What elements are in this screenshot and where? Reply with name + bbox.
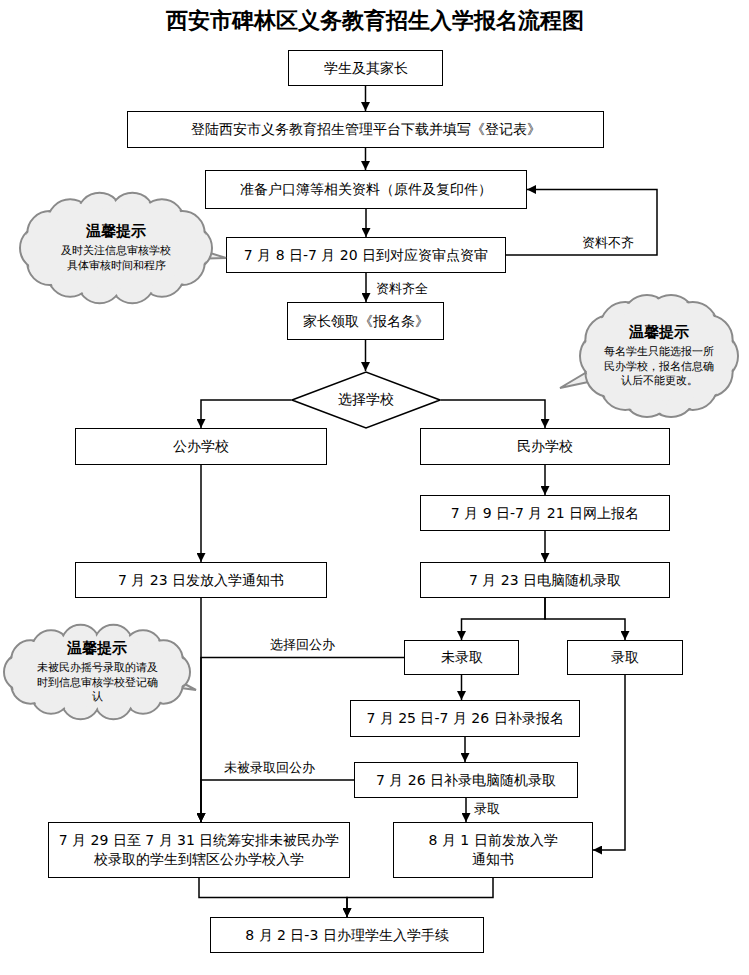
node-text: 公办学校	[173, 437, 229, 456]
flow-arrow	[461, 675, 463, 700]
tip-text: 每名学生只能选报一所民办学校，报名信息确认后不能更改。	[600, 345, 718, 390]
flow-arrow	[593, 675, 625, 850]
edge-label: 选择回公办	[268, 636, 337, 654]
edge-label: 录取	[472, 800, 502, 818]
flow-arrow	[347, 878, 493, 917]
node-text: 7 月 29 日至 7 月 31 日统筹安排未被民办学校录取的学生到辖区公办学校…	[55, 831, 343, 869]
decision-diamond: 选择学校	[291, 371, 441, 429]
flow-arrow	[201, 780, 354, 822]
flow-arrow	[544, 465, 546, 495]
edge-label: 资料不齐	[580, 234, 636, 252]
tip-heading: 温馨提示	[86, 222, 146, 241]
flow-arrow	[200, 465, 202, 562]
node-text: 7 月 26 日补录电脑随机录取	[376, 771, 556, 790]
flow-arrow	[199, 878, 347, 917]
node-text: 7 月 25 日-7 月 26 日补录报名	[366, 709, 563, 728]
node-text: 民办学校	[517, 437, 573, 456]
process-box: 未录取	[404, 640, 519, 675]
flow-arrow	[462, 598, 546, 640]
tip-text: 未被民办摇号录取的请及时到信息审核学校登记确认	[33, 661, 161, 706]
flow-arrow	[365, 209, 367, 237]
tip-cloud: 温馨提示未被民办摇号录取的请及时到信息审核学校登记确认	[4, 624, 190, 720]
flow-arrow	[506, 190, 657, 256]
flow-arrow	[365, 86, 367, 111]
flow-arrow	[201, 400, 291, 428]
tip-cloud: 温馨提示及时关注信息审核学校具体审核时间和程序	[20, 192, 212, 304]
node-text: 7 月 23 日发放入学通知书	[118, 571, 284, 590]
flow-arrow	[544, 531, 546, 562]
process-box: 7 月 8 日-7 月 20 日到对应资审点资审	[226, 237, 506, 273]
process-box: 7 月 26 日补录电脑随机录取	[354, 762, 578, 798]
node-text: 7 月 9 日-7 月 21 日网上报名	[451, 504, 639, 523]
node-text: 7 月 23 日电脑随机录取	[469, 571, 621, 590]
node-text: 未录取	[441, 648, 483, 667]
diagram-title: 西安市碑林区义务教育招生入学报名流程图	[0, 6, 749, 36]
edge-label: 资料齐全	[374, 280, 430, 298]
process-box: 7 月 23 日电脑随机录取	[420, 562, 670, 598]
node-text: 登陆西安市义务教育招生管理平台下载并填写《登记表》	[191, 120, 541, 139]
flow-arrow	[464, 737, 466, 762]
flow-arrow	[441, 400, 545, 428]
process-box: 准备户口簿等相关资料（原件及复印件）	[205, 170, 527, 209]
flow-arrow	[545, 598, 625, 640]
process-box: 公办学校	[75, 428, 327, 465]
flow-arrow	[365, 340, 367, 371]
process-box: 学生及其家长	[288, 50, 443, 86]
edge-label: 未被录取回公办	[222, 759, 317, 777]
process-box: 8 月 1 日前发放入学通知书	[393, 822, 593, 878]
tip-heading: 温馨提示	[67, 639, 127, 658]
tip-text: 及时关注信息审核学校具体审核时间和程序	[57, 244, 175, 274]
process-box: 录取	[567, 640, 683, 675]
flow-arrow	[365, 273, 367, 302]
tip-cloud: 温馨提示每名学生只能选报一所民办学校，报名信息确认后不能更改。	[580, 294, 738, 418]
node-text: 8 月 1 日前发放入学通知书	[424, 831, 562, 869]
node-text: 录取	[611, 648, 639, 667]
tip-heading: 温馨提示	[629, 323, 689, 342]
node-text: 学生及其家长	[324, 59, 408, 78]
flow-arrow	[365, 148, 367, 170]
process-box: 7 月 29 日至 7 月 31 日统筹安排未被民办学校录取的学生到辖区公办学校…	[48, 822, 350, 878]
node-text: 准备户口簿等相关资料（原件及复印件）	[240, 180, 492, 199]
flow-arrow	[465, 798, 467, 822]
node-text: 7 月 8 日-7 月 20 日到对应资审点资审	[244, 246, 488, 265]
process-box: 民办学校	[420, 428, 670, 465]
node-text: 家长领取《报名条》	[303, 312, 429, 331]
node-text: 8 月 2 日-3 日办理学生入学手续	[245, 926, 449, 945]
process-box: 家长领取《报名条》	[287, 302, 444, 340]
process-box: 7 月 25 日-7 月 26 日补录报名	[350, 700, 580, 737]
process-box: 登陆西安市义务教育招生管理平台下载并填写《登记表》	[127, 111, 604, 148]
process-box: 8 月 2 日-3 日办理学生入学手续	[210, 917, 484, 953]
process-box: 7 月 9 日-7 月 21 日网上报名	[420, 495, 670, 531]
node-text: 选择学校	[338, 391, 394, 409]
process-box: 7 月 23 日发放入学通知书	[75, 562, 327, 598]
